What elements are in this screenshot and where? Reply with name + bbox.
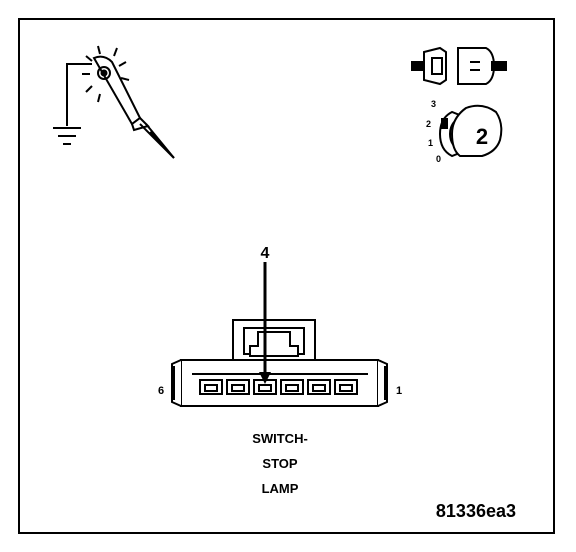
connector-name-line-1: SWITCH- xyxy=(252,431,308,446)
cavity-1 xyxy=(334,379,358,395)
pin-callout-number: 4 xyxy=(261,245,270,262)
connector-disconnect-icon xyxy=(411,46,507,86)
ground-symbol-icon xyxy=(53,127,81,145)
pin-label-right: 1 xyxy=(396,385,402,397)
pin-label-left: 6 xyxy=(158,385,164,397)
connector-name-line-2: STOP xyxy=(262,456,297,471)
pin-callout-arrow xyxy=(259,262,271,384)
ignition-position-1: 1 xyxy=(428,138,433,148)
ignition-position-number: 2 xyxy=(476,124,488,149)
cavity-2 xyxy=(307,379,331,395)
connector-cavities xyxy=(199,379,358,395)
ignition-key-icon xyxy=(438,104,503,158)
cavity-3 xyxy=(280,379,304,395)
ignition-position-2: 2 xyxy=(426,119,431,129)
figure-frame xyxy=(18,18,555,534)
ignition-position-0: 0 xyxy=(436,154,441,164)
test-light-probe-icon xyxy=(66,45,175,159)
cavity-4 xyxy=(253,379,277,395)
ignition-position-3: 3 xyxy=(431,99,436,109)
cavity-5 xyxy=(226,379,250,395)
cavity-6 xyxy=(199,379,223,395)
figure-id: 81336ea3 xyxy=(436,501,516,521)
connector-name-line-3: LAMP xyxy=(262,481,299,496)
